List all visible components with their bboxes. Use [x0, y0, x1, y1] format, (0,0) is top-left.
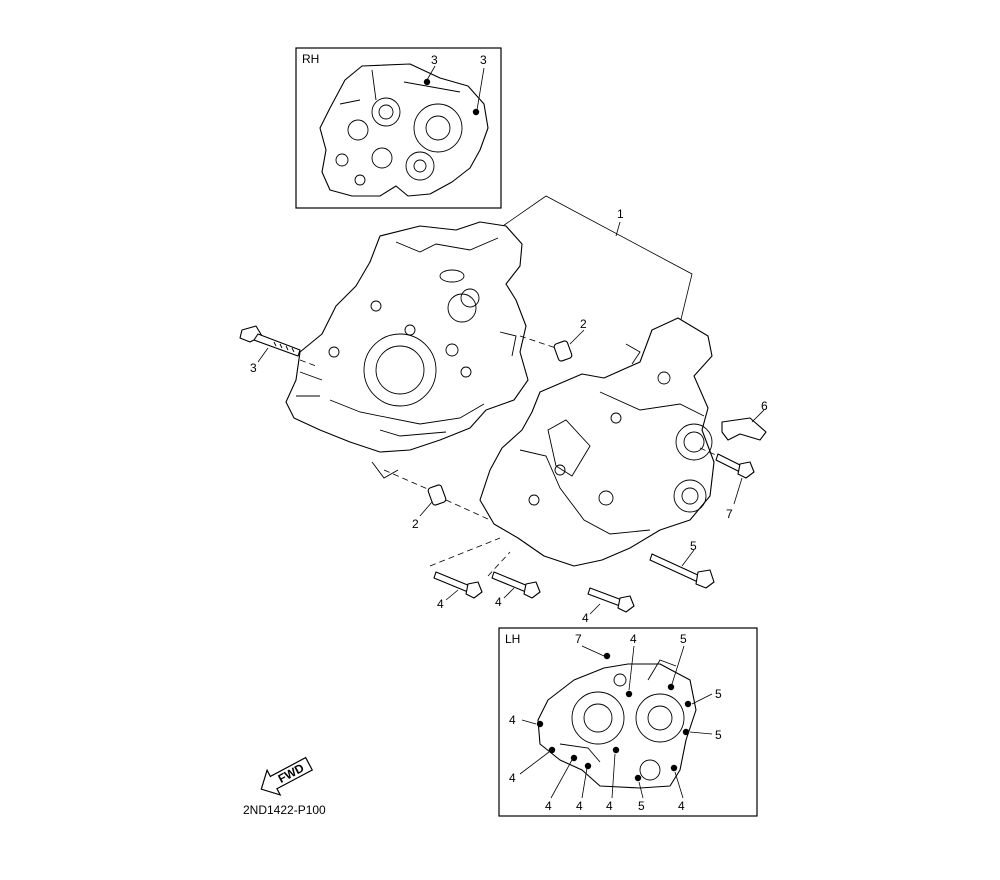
callout-dowel-pin-lower: 2 — [412, 517, 419, 531]
lh-callout-5-right-a: 5 — [715, 687, 722, 701]
callout-bolt-rh: 3 — [250, 361, 257, 375]
dowel-pin-lower: 2 — [383, 469, 491, 531]
lh-callout-7: 7 — [575, 632, 582, 646]
callout-dowel-pin-upper: 2 — [580, 317, 587, 331]
diagram-code: 2ND1422-P100 — [243, 803, 326, 817]
callout-bolt-c: 4 — [582, 611, 589, 625]
bolt-b: 4 — [487, 551, 541, 609]
lh-callout-5-bottom: 5 — [638, 799, 645, 813]
rh-inset: RH 3 3 — [295, 47, 502, 209]
crankcase-left-half — [479, 317, 715, 567]
lh-crankcase-outline — [537, 663, 697, 789]
bolt-a: 4 — [429, 537, 501, 611]
callout-bolt-long: 5 — [690, 539, 697, 553]
bolt-long: 5 — [649, 539, 715, 589]
crankcase-right-half — [285, 221, 529, 479]
bolt-rh: 3 — [239, 325, 317, 375]
dowel-pin-upper: 2 — [519, 317, 587, 362]
fwd-arrow-icon: FWD — [260, 756, 314, 796]
bolt-c: 4 — [582, 587, 635, 625]
callout-bolt-b: 4 — [495, 595, 502, 609]
lh-callout-4-bottom-c: 4 — [606, 799, 613, 813]
lh-callout-4-top: 4 — [630, 632, 637, 646]
lh-inset: LH 7 4 5 — [498, 627, 758, 817]
lh-callout-5-right-b: 5 — [715, 728, 722, 742]
lh-callout-4-left-a: 4 — [509, 713, 516, 727]
rh-crankcase-outline — [319, 63, 489, 197]
rh-callout-3b: 3 — [480, 53, 487, 67]
lh-callout-5-top: 5 — [680, 632, 687, 646]
callout-stay: 6 — [761, 399, 768, 413]
lh-callout-4-left-b: 4 — [509, 771, 516, 785]
callout-bolt-a: 4 — [437, 597, 444, 611]
lh-callout-4-bottom-d: 4 — [678, 799, 685, 813]
crankcase-assy-leader: 1 — [499, 195, 693, 341]
stay: 6 — [721, 399, 768, 441]
lh-callout-4-bottom-a: 4 — [545, 799, 552, 813]
lh-callout-4-bottom-b: 4 — [576, 799, 583, 813]
rh-inset-title: RH — [302, 52, 319, 66]
callout-bolt-stay: 7 — [726, 507, 733, 521]
lh-inset-title: LH — [505, 632, 520, 646]
bolt-stay: 7 — [699, 447, 755, 521]
callout-crankcase-assy: 1 — [617, 207, 624, 221]
rh-callout-3a: 3 — [431, 53, 438, 67]
